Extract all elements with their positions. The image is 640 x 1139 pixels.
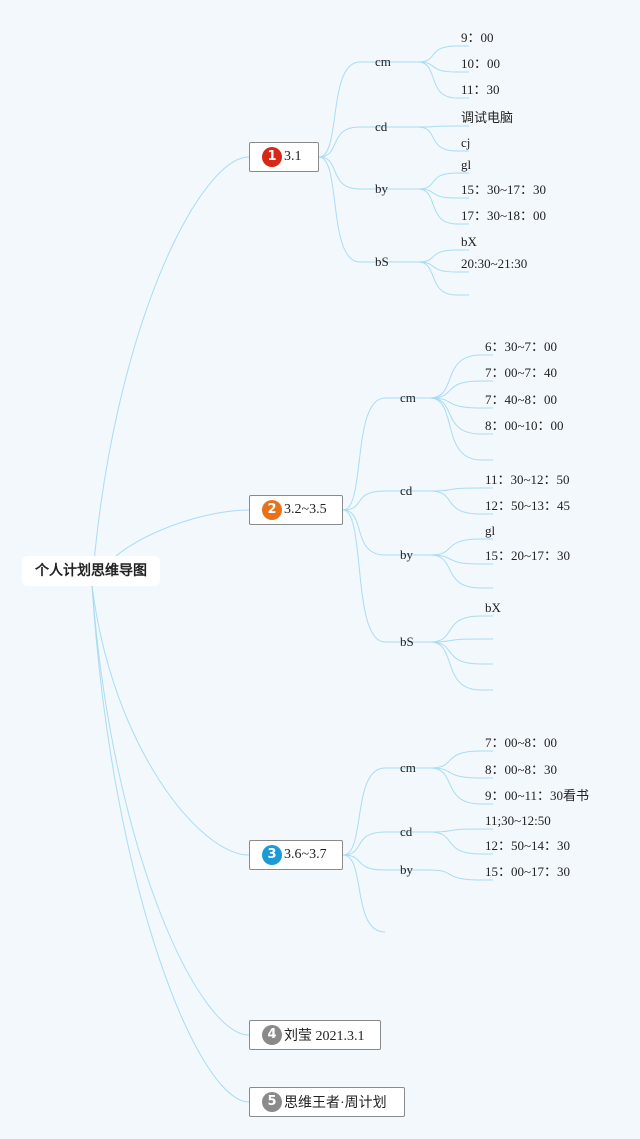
leaf-item[interactable]: 7：00~8：00 bbox=[485, 735, 558, 750]
connector-line bbox=[91, 584, 250, 856]
leaf-item[interactable]: 11;30~12:50 bbox=[485, 813, 551, 828]
leaf-item[interactable]: 8：00~8：30 bbox=[485, 762, 558, 777]
connector-line bbox=[342, 831, 386, 856]
subtopic-cd[interactable]: cd bbox=[375, 119, 388, 134]
connector-line bbox=[417, 261, 458, 296]
connector-line bbox=[429, 538, 482, 556]
connector-line bbox=[429, 750, 482, 769]
connector-line bbox=[429, 490, 482, 515]
leaf-item[interactable]: bX bbox=[485, 600, 501, 615]
number-badge-5: 5 bbox=[262, 1092, 282, 1112]
number-badge-2: 2 bbox=[262, 500, 282, 520]
leaf-item[interactable]: 12：50~13：45 bbox=[485, 498, 571, 513]
connector-line bbox=[417, 61, 458, 73]
subtopic-cm[interactable]: cm bbox=[400, 760, 416, 775]
connector-line bbox=[417, 188, 458, 225]
leaf-item[interactable]: cj bbox=[461, 135, 471, 150]
connector-line bbox=[318, 61, 361, 158]
topic-title[interactable]: 5 思维王者·周计划 bbox=[249, 1087, 405, 1117]
connector-line bbox=[429, 615, 482, 643]
connector-line bbox=[318, 156, 361, 263]
connector-line bbox=[429, 397, 482, 461]
connector-line bbox=[429, 397, 482, 435]
number-badge-4: 4 bbox=[262, 1025, 282, 1045]
connector-line bbox=[429, 831, 482, 855]
connector-line bbox=[318, 156, 361, 190]
topic-3-6-3-7[interactable]: 3 3.6~3.7 bbox=[249, 840, 343, 870]
connector-line bbox=[318, 126, 361, 158]
connector-line bbox=[429, 380, 482, 399]
connector-line bbox=[91, 584, 250, 1036]
connector-line bbox=[429, 641, 482, 691]
leaf-item[interactable]: 调试电脑 bbox=[461, 110, 514, 125]
leaf-item[interactable]: 7：40~8：00 bbox=[485, 392, 558, 407]
topic-author[interactable]: 4 刘莹 2021.3.1 bbox=[249, 1020, 381, 1050]
connector-line bbox=[429, 397, 482, 409]
topic-label: 思维王者·周计划 bbox=[284, 1096, 387, 1111]
connector-line bbox=[429, 638, 482, 643]
connector-line bbox=[342, 854, 386, 933]
subtopic-by[interactable]: by bbox=[375, 181, 388, 196]
connector-line bbox=[417, 249, 458, 263]
connector-line bbox=[429, 554, 482, 589]
connector-line bbox=[429, 641, 482, 665]
leaf-item[interactable]: 9：00~11：30看书 bbox=[485, 788, 590, 803]
connector-line bbox=[91, 156, 250, 586]
leaf-item[interactable]: 20:30~21:30 bbox=[461, 256, 528, 271]
leaf-item[interactable]: 6：30~7：00 bbox=[485, 339, 558, 354]
connector-line bbox=[417, 172, 458, 190]
subtopic-by[interactable]: by bbox=[400, 547, 413, 562]
connector-line bbox=[342, 509, 386, 643]
connector-line bbox=[417, 125, 458, 128]
connector-line bbox=[342, 767, 386, 856]
topic-3-2-3-5[interactable]: 2 3.2~3.5 bbox=[249, 495, 343, 525]
connector-line bbox=[429, 554, 482, 565]
subtopic-bs[interactable]: bS bbox=[400, 634, 414, 649]
connector-line bbox=[417, 61, 458, 99]
leaf-item[interactable]: 8：00~10：00 bbox=[485, 418, 564, 433]
topic-label: 3.2~3.5 bbox=[284, 502, 327, 517]
leaf-item[interactable]: 9：00 bbox=[461, 30, 494, 45]
leaf-item[interactable]: gl bbox=[461, 157, 472, 172]
connector-line bbox=[417, 188, 458, 199]
leaf-item[interactable]: 10：00 bbox=[461, 56, 501, 71]
root-topic[interactable]: 个人计划思维导图 bbox=[22, 556, 160, 586]
leaf-item[interactable]: 15：20~17：30 bbox=[485, 548, 571, 563]
connector-line bbox=[342, 509, 386, 556]
connector-line bbox=[342, 397, 386, 511]
leaf-item[interactable]: 15：00~17：30 bbox=[485, 864, 571, 879]
connector-line bbox=[417, 45, 458, 63]
leaf-item[interactable]: 15：30~17：30 bbox=[461, 182, 547, 197]
connector-line bbox=[342, 854, 386, 871]
subtopic-cm[interactable]: cm bbox=[400, 390, 416, 405]
leaf-item[interactable]: 11：30~12：50 bbox=[485, 472, 570, 487]
subtopic-by[interactable]: by bbox=[400, 862, 413, 877]
connector-line bbox=[429, 828, 482, 833]
number-badge-1: 1 bbox=[262, 147, 282, 167]
connector-line bbox=[417, 126, 458, 152]
connector-line bbox=[429, 487, 482, 492]
connector-line bbox=[429, 869, 482, 881]
connector-line bbox=[429, 354, 482, 399]
leaf-item[interactable]: 12：50~14：30 bbox=[485, 838, 571, 853]
subtopic-bs[interactable]: bS bbox=[375, 254, 389, 269]
leaf-item[interactable]: bX bbox=[461, 234, 477, 249]
topic-label: 刘莹 2021.3.1 bbox=[284, 1029, 365, 1044]
leaf-item[interactable]: gl bbox=[485, 523, 496, 538]
leaf-item[interactable]: 11：30 bbox=[461, 82, 500, 97]
connector-line bbox=[342, 490, 386, 511]
subtopic-cd[interactable]: cd bbox=[400, 824, 413, 839]
subtopic-cd[interactable]: cd bbox=[400, 483, 413, 498]
number-badge-3: 3 bbox=[262, 845, 282, 865]
connector-line bbox=[429, 767, 482, 779]
subtopic-cm[interactable]: cm bbox=[375, 54, 391, 69]
connector-line bbox=[91, 584, 250, 1103]
leaf-item[interactable]: 7：00~7：40 bbox=[485, 365, 558, 380]
connector-line bbox=[429, 767, 482, 805]
leaf-item[interactable]: 17：30~18：00 bbox=[461, 208, 547, 223]
topic-label: 3.6~3.7 bbox=[284, 847, 327, 862]
topic-label: 3.1 bbox=[284, 149, 302, 164]
topic-3-1[interactable]: 1 3.1 bbox=[249, 142, 319, 172]
